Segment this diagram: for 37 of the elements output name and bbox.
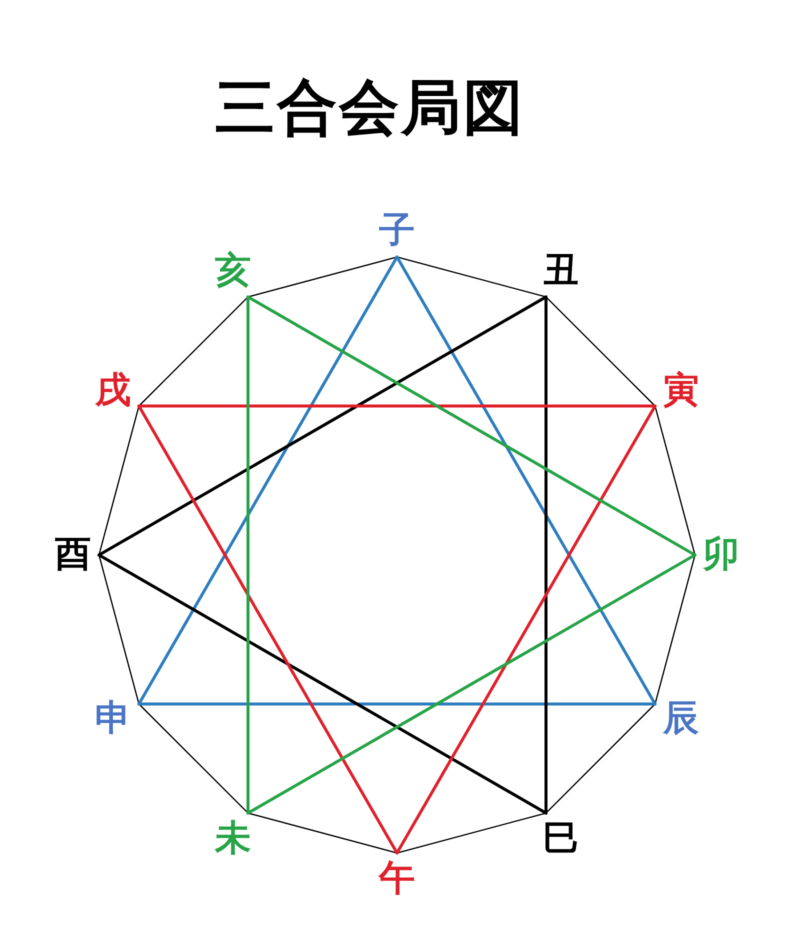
triangle-side [98, 295, 548, 556]
triangle-side [246, 295, 696, 556]
polygon-side [545, 296, 656, 407]
polygon-side [247, 812, 398, 854]
polygon-side [654, 405, 696, 556]
polygon-side [138, 296, 249, 407]
branch-label: 亥 [206, 244, 259, 297]
triangle-side [396, 256, 657, 706]
triangle-side [137, 404, 657, 408]
branch-label: 戌 [86, 364, 139, 417]
polygon-side [247, 256, 398, 298]
triangle-side [396, 404, 657, 854]
branch-label: 卯 [695, 529, 747, 581]
polygon-side [396, 812, 547, 854]
branch-label: 未 [206, 813, 259, 866]
branch-label: 子 [371, 205, 423, 257]
triangle-side [246, 295, 250, 815]
branch-label: 酉 [47, 529, 99, 581]
polygon-side [138, 703, 249, 814]
polygon-side [98, 405, 140, 556]
branch-label: 午 [371, 853, 423, 905]
triangle-side [246, 554, 696, 815]
triangle-side [98, 554, 548, 815]
triangle-side [137, 404, 398, 854]
triangle-side [544, 295, 548, 815]
polygon-side [654, 554, 696, 705]
polygon-side [396, 256, 547, 298]
branch-label: 寅 [655, 364, 708, 417]
diagram-title: 三合会局図 [214, 72, 526, 145]
branch-label: 巳 [535, 813, 587, 866]
triangle-side [137, 702, 657, 706]
triangle-side [137, 256, 398, 706]
branch-label: 丑 [535, 244, 587, 297]
branch-label: 辰 [655, 693, 708, 745]
polygon-side [545, 703, 656, 814]
branch-label: 申 [86, 693, 139, 745]
polygon-side [98, 554, 140, 705]
